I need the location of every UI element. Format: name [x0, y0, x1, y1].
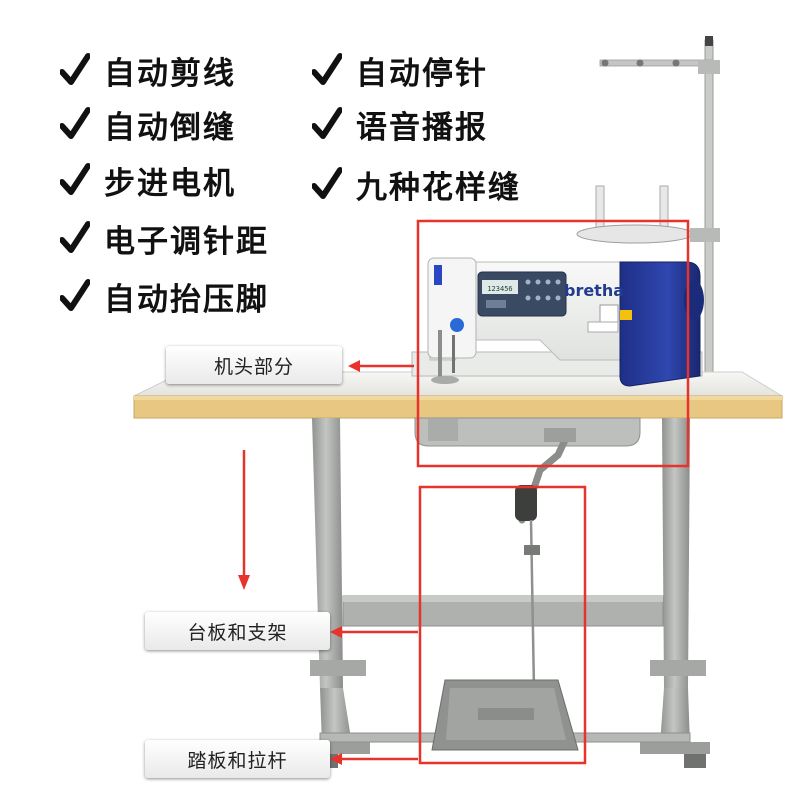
- machine-head: 123456 bretha: [411, 257, 704, 387]
- feature-label: 电子调针距: [104, 223, 269, 260]
- checkmark-icon: [60, 279, 90, 311]
- callout-arrows: [238, 360, 418, 765]
- feature-electronic-stitch-length: 电子调针距: [60, 216, 269, 260]
- pedal-rod: [524, 519, 540, 691]
- panel-display-digits: 123456: [487, 285, 512, 293]
- checkmark-icon: [60, 221, 90, 253]
- feature-voice-broadcast: 语音播报: [312, 102, 488, 146]
- machine-head-highlight-box: [416, 219, 690, 468]
- feature-label: 语音播报: [356, 109, 488, 146]
- callout-machine-head: 机头部分: [166, 346, 342, 384]
- checkmark-icon: [60, 163, 90, 195]
- feature-auto-backtack: 自动倒缝: [60, 102, 236, 146]
- feature-auto-presser-lift: 自动抬压脚: [60, 274, 269, 318]
- feature-label: 自动停针: [356, 55, 488, 92]
- pedal-highlight-box: [418, 485, 587, 765]
- callout-table-stand: 台板和支架: [145, 612, 330, 650]
- feature-auto-trim: 自动剪线: [60, 48, 236, 92]
- foot-pedal: [431, 679, 579, 751]
- feature-nine-patterns: 九种花样缝: [312, 162, 521, 206]
- feature-stepper-motor: 步进电机: [60, 158, 236, 202]
- checkmark-icon: [60, 107, 90, 139]
- feature-auto-needle-stop: 自动停针: [312, 48, 488, 92]
- checkmark-icon: [312, 53, 342, 85]
- checkmark-icon: [60, 53, 90, 85]
- knee-lifter: [515, 428, 576, 524]
- checkmark-icon: [312, 107, 342, 139]
- control-panel: 123456: [477, 271, 567, 317]
- table-top: [133, 371, 784, 447]
- callout-pedal-rod: 踏板和拉杆: [145, 740, 330, 778]
- feature-label: 步进电机: [104, 165, 236, 202]
- feature-label: 自动倒缝: [104, 109, 236, 146]
- feature-label: 自动抬压脚: [104, 281, 269, 318]
- checkmark-icon: [312, 167, 342, 199]
- feature-label: 九种花样缝: [356, 169, 521, 206]
- feature-label: 自动剪线: [104, 55, 236, 92]
- brand-logo: bretha: [564, 281, 624, 300]
